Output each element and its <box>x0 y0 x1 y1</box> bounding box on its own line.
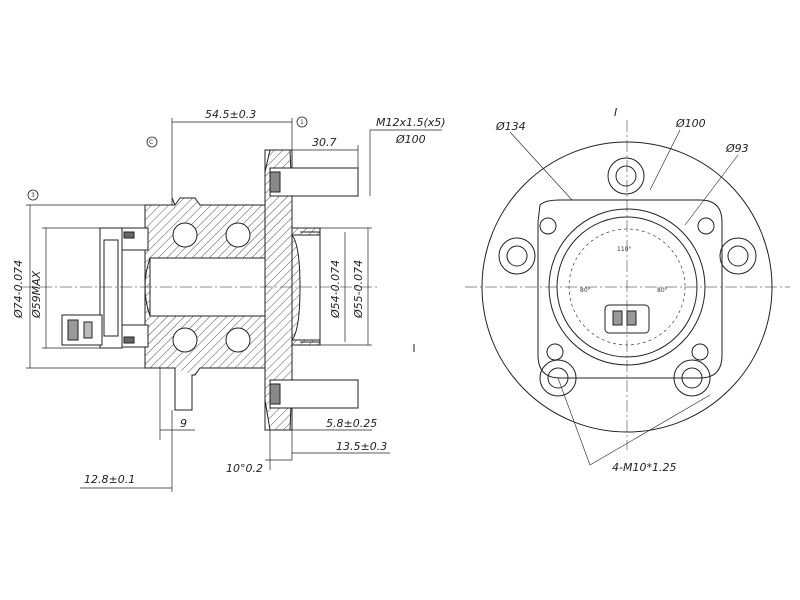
stud-hole-right <box>719 237 757 275</box>
bolt-hole-bl <box>546 343 564 361</box>
wheel-stud-bottom <box>269 379 359 409</box>
stud-hole-bottom-right <box>673 359 711 397</box>
seal-top <box>119 227 149 251</box>
label-dim-12-8: 12.8±0.1 <box>84 473 135 486</box>
leader-dia-100 <box>649 129 681 191</box>
stud-knurl-top <box>269 171 281 193</box>
label-dia-134: Ø134 <box>495 120 526 133</box>
label-dim-13-5: 13.5±0.3 <box>336 440 387 453</box>
datum-3-circle <box>27 189 39 201</box>
bearing-ball-bottom-right <box>225 327 251 353</box>
seal-bottom <box>119 324 149 348</box>
bolt-hole-tl <box>539 217 557 235</box>
datum-1-circle <box>296 116 308 128</box>
abs-sensor-pin <box>626 310 637 326</box>
side-dimensions <box>26 118 442 492</box>
abs-sensor-housing <box>99 227 123 349</box>
abs-connector-pin <box>83 321 93 339</box>
front-view <box>465 120 790 466</box>
label-offset: 54.5±0.3 <box>205 108 256 121</box>
bearing-ball-top-left <box>172 222 198 248</box>
label-dia-93: Ø93 <box>725 142 749 155</box>
abs-sensor-pin <box>612 310 623 326</box>
bolt-hole-br <box>691 343 709 361</box>
label-dia-59: Ø59MAX <box>30 270 43 319</box>
stud-hole-top-inner <box>615 165 637 187</box>
side-labels: 54.5±0.3 30.7 M12x1.5(x5) Ø100 Ø74-0.074… <box>12 108 446 486</box>
label-datum-c: C <box>149 139 153 146</box>
front-labels: I Ø134 Ø100 Ø93 110° 80° 80° 4-M10*1.25 <box>495 106 749 474</box>
seal-lip-top <box>123 231 135 239</box>
leader-dia-134 <box>509 131 573 201</box>
stud-hole-right-inner <box>727 245 749 267</box>
label-dim-9: 9 <box>180 417 187 430</box>
mounting-flange <box>537 199 723 379</box>
label-dim-10: 10°0.2 <box>226 462 263 475</box>
bearing-ball-top-right <box>225 222 251 248</box>
label-dia-54: Ø54-0.074 <box>329 260 342 319</box>
abs-sensor-inner <box>103 239 119 337</box>
bolt-hole-tr <box>697 217 715 235</box>
side-section-view <box>20 149 380 431</box>
mount-ear-bottom <box>174 368 193 411</box>
stud-hole-bottom-right-inner <box>681 367 703 389</box>
abs-connector-pin <box>67 319 79 341</box>
label-dia-100: Ø100 <box>675 117 706 130</box>
label-stud-spec: M12x1.5(x5) <box>376 116 446 129</box>
stud-hole-left <box>498 237 536 275</box>
label-dim-5-8: 5.8±0.25 <box>326 417 377 430</box>
stud-hole-bottom-left-inner <box>547 367 569 389</box>
label-angle-right: 80° <box>657 287 668 294</box>
leader-bolt-spec <box>557 377 591 466</box>
label-bolt-spec: 4-M10*1.25 <box>612 461 676 474</box>
label-stud-pcd: Ø100 <box>395 133 426 146</box>
stud-hole-left-inner <box>506 245 528 267</box>
datum-c-circle <box>146 136 158 148</box>
leader-dia-93 <box>684 154 739 226</box>
label-stud-length: 30.7 <box>312 136 337 149</box>
hub-bore <box>290 234 321 341</box>
wheel-stud-top <box>269 167 359 197</box>
seal-lip-bottom <box>123 336 135 344</box>
mount-ear-top <box>171 197 176 206</box>
label-top-marker: I <box>614 106 617 119</box>
label-dia-55: Ø55-0.074 <box>352 260 365 319</box>
label-datum-1: 1 <box>300 119 304 126</box>
label-angle-top: 110° <box>617 246 631 253</box>
stud-hole-bottom-left <box>539 359 577 397</box>
stud-knurl-bottom <box>269 383 281 405</box>
label-angle-left: 80° <box>580 287 591 294</box>
datum-symbols <box>27 116 308 201</box>
bearing-ball-bottom-left <box>172 327 198 353</box>
label-datum-3: 3 <box>31 192 35 199</box>
label-dia-74: Ø74-0.074 <box>12 260 25 319</box>
stud-hole-top <box>607 157 645 195</box>
leader-bolt-spec-2 <box>589 394 711 466</box>
